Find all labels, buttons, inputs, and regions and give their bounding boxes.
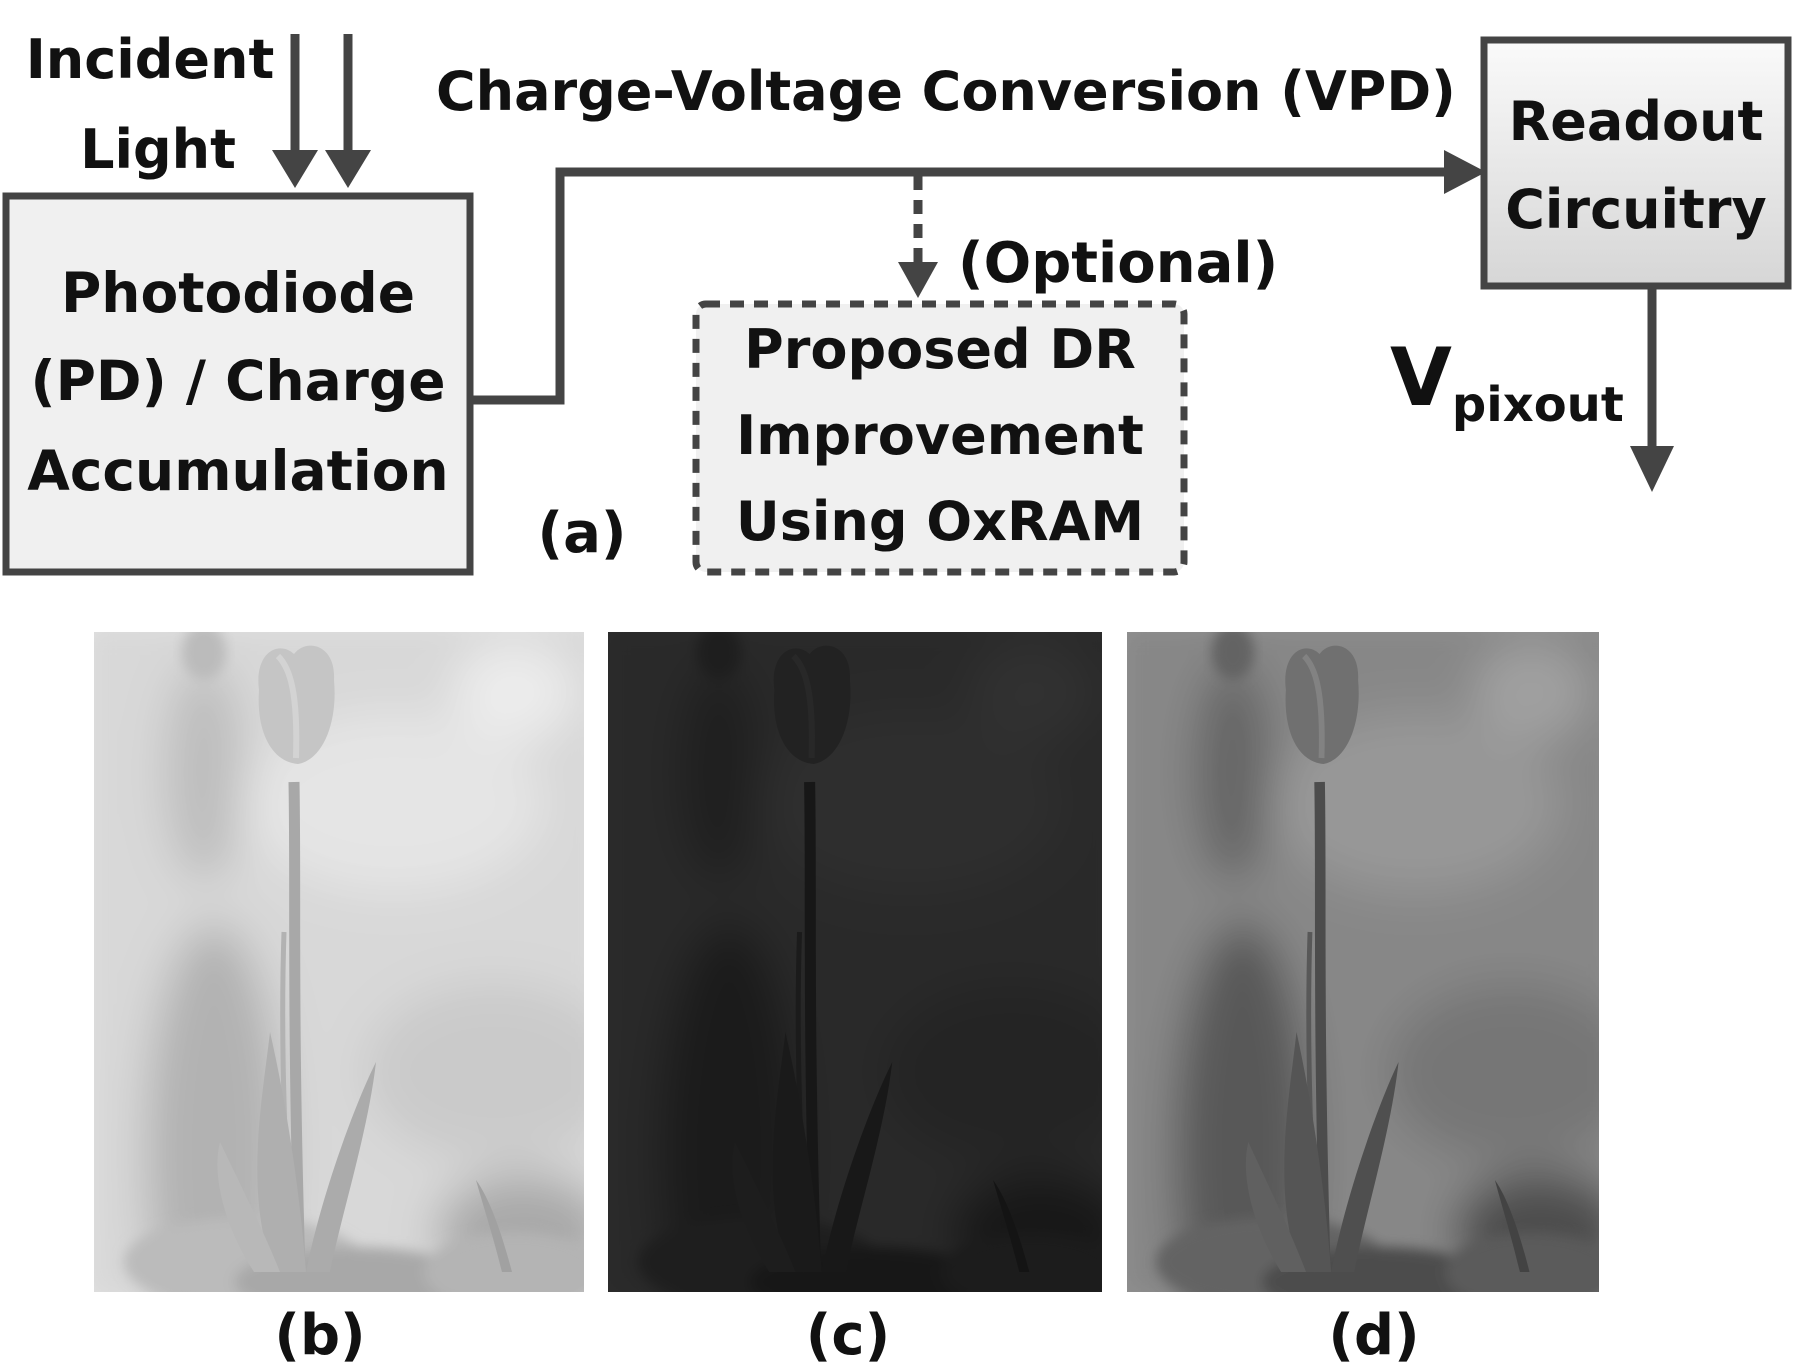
optional-dashed-arrow xyxy=(898,176,938,298)
panel-a-label: (a) xyxy=(538,501,627,566)
incident-light-label-line1: Incident xyxy=(26,28,275,91)
photodiode-line3: Accumulation xyxy=(27,439,448,503)
photodiode-line1: Photodiode xyxy=(61,261,415,325)
vpixout-label: Vpixout xyxy=(1390,331,1624,433)
proposed-line3: Using OxRAM xyxy=(736,490,1144,553)
charge-voltage-conversion-label: Charge-Voltage Conversion (VPD) xyxy=(436,60,1456,123)
proposed-line1: Proposed DR xyxy=(744,318,1136,381)
optional-label: (Optional) xyxy=(958,231,1278,296)
panel-b-label: (b) xyxy=(274,1303,365,1368)
photodiode-line2: (PD) / Charge xyxy=(30,349,445,413)
pixel-output-arrow xyxy=(1630,286,1674,492)
photodiode-box: Photodiode (PD) / Charge Accumulation xyxy=(2,192,474,576)
incident-light-arrows xyxy=(272,34,371,188)
readout-circuitry-box: Readout Circuitry xyxy=(1480,36,1792,290)
readout-line2: Circuitry xyxy=(1505,178,1766,241)
photo-panel-d xyxy=(1127,632,1599,1292)
photo-panel-c xyxy=(608,632,1102,1292)
photo-panel-b xyxy=(94,632,584,1292)
vpixout-subscript: pixout xyxy=(1452,377,1624,433)
signal-path-connector xyxy=(470,150,1486,405)
vpixout-main: V xyxy=(1390,331,1452,424)
readout-line1: Readout xyxy=(1509,90,1764,153)
proposed-line2: Improvement xyxy=(736,404,1144,467)
panel-d-label: (d) xyxy=(1328,1303,1419,1368)
panel-c-label: (c) xyxy=(806,1303,890,1368)
proposed-dr-improvement-box: Proposed DR Improvement Using OxRAM xyxy=(692,300,1188,576)
incident-light-label-line2: Light xyxy=(80,118,236,181)
